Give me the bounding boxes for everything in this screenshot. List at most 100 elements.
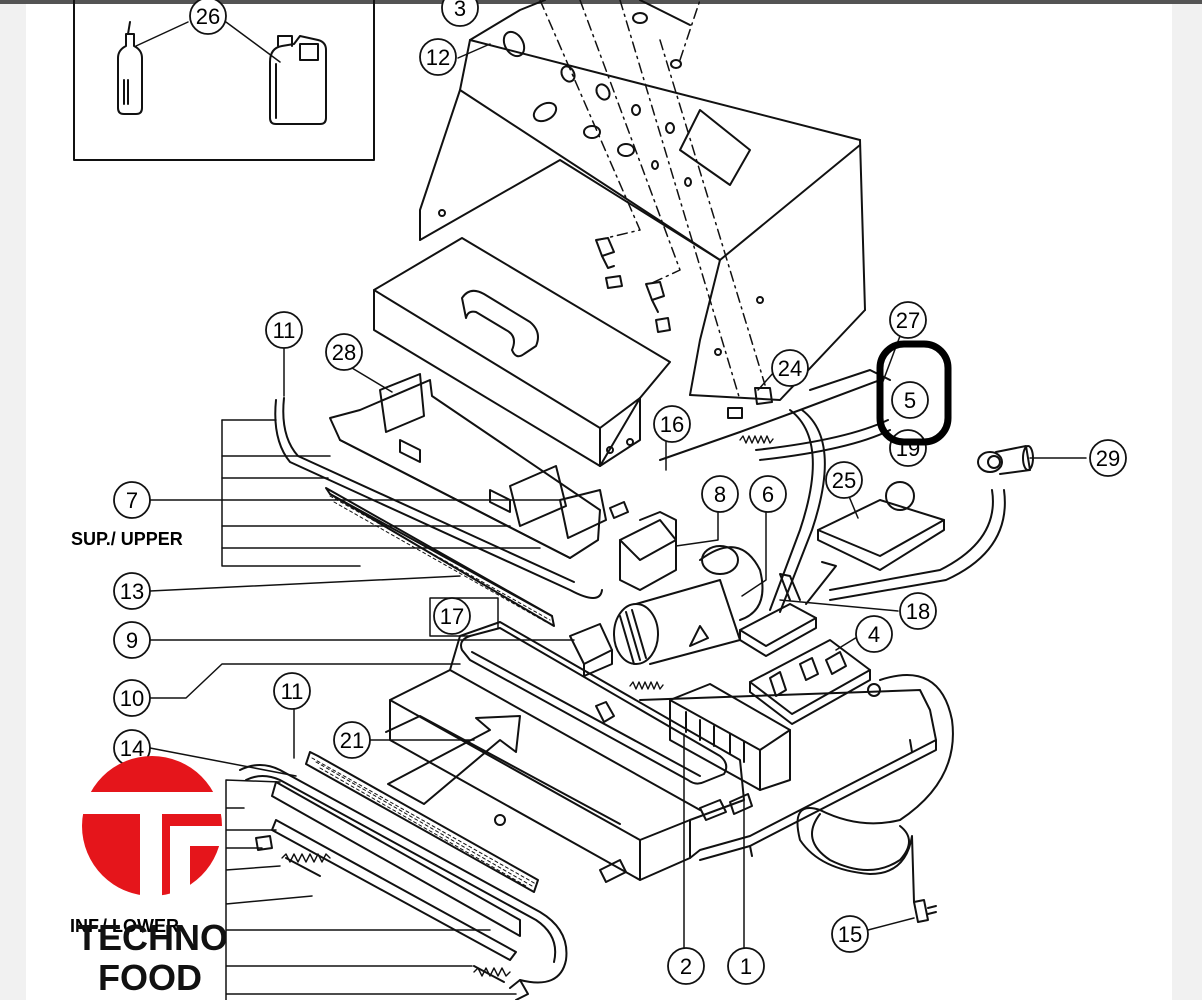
callout-circle xyxy=(701,475,739,513)
vacuum-pump-motor xyxy=(569,511,764,677)
callout-circle xyxy=(1089,439,1127,477)
callout-number: 3 xyxy=(454,0,466,21)
callout-circle xyxy=(667,947,705,985)
callout-27: 27 xyxy=(889,301,927,339)
lower-seal-bar xyxy=(239,751,568,1000)
callout-17: 17 xyxy=(433,597,471,635)
callout-2: 2 xyxy=(667,947,705,985)
callout-28: 28 xyxy=(325,333,363,371)
callout-number: 8 xyxy=(714,482,726,507)
callout-4: 4 xyxy=(855,615,893,653)
callout-circle xyxy=(855,615,893,653)
callout-circle xyxy=(265,311,303,349)
callout-3: 3 xyxy=(441,0,479,27)
accessories-inset xyxy=(73,0,375,161)
callout-number: 9 xyxy=(126,628,138,653)
callout-number: 21 xyxy=(340,728,364,753)
callout-number: 18 xyxy=(906,599,930,624)
springs xyxy=(281,435,774,977)
viewer-left-margin xyxy=(0,0,26,1000)
callout-circle xyxy=(891,381,929,419)
viewer-right-margin xyxy=(1172,0,1202,1000)
power-cable xyxy=(796,674,954,923)
callout-circle xyxy=(889,301,927,339)
callout-number: 1 xyxy=(740,954,752,979)
hood-cover xyxy=(419,0,866,401)
lower-section-label: INF./ LOWER xyxy=(70,916,179,936)
techno-food-logo: TECHNO FOOD xyxy=(76,756,228,998)
assembly-guide-lines xyxy=(539,0,766,401)
callout-15: 15 xyxy=(831,915,869,953)
callout-19: 19 xyxy=(889,429,927,467)
control-boards xyxy=(739,481,945,725)
logo-text-food: FOOD xyxy=(98,957,202,998)
callout-number: 5 xyxy=(904,388,916,413)
callout-number: 11 xyxy=(281,679,304,704)
callout-circle xyxy=(325,333,363,371)
lower-seal-mesh xyxy=(311,757,537,887)
callout-circle xyxy=(113,679,151,717)
leader-lines xyxy=(135,21,1087,1000)
callout-circle xyxy=(419,38,457,76)
callout-29: 29 xyxy=(1089,439,1127,477)
callout-circle xyxy=(825,461,863,499)
direction-arrows xyxy=(387,561,837,805)
callout-circle xyxy=(113,572,151,610)
upper-seal-mesh xyxy=(329,495,551,623)
callout-number: 2 xyxy=(680,954,692,979)
callout-24: 24 xyxy=(771,349,809,387)
callout-circle xyxy=(113,621,151,659)
callout-number: 13 xyxy=(120,579,144,604)
callout-number: 25 xyxy=(832,468,856,493)
callout-9: 9 xyxy=(113,621,151,659)
callout-number: 7 xyxy=(126,488,138,513)
callout-circle xyxy=(113,481,151,519)
callout-26: 26 xyxy=(189,0,227,35)
callout-circle xyxy=(771,349,809,387)
vacuum-chamber-base xyxy=(385,621,937,883)
callout-number: 29 xyxy=(1096,446,1120,471)
callout-25: 25 xyxy=(825,461,863,499)
logo-text-techno: TECHNO xyxy=(76,917,228,958)
callout-18: 18 xyxy=(899,592,937,630)
callout-number: 24 xyxy=(778,356,802,381)
callout-5: 5 xyxy=(891,381,929,419)
callout-number: 11 xyxy=(273,318,296,343)
highlight-annotation xyxy=(876,340,952,446)
callout-number: 12 xyxy=(426,45,450,70)
callout-circle xyxy=(333,721,371,759)
callout-circle xyxy=(433,597,471,635)
callout-6: 6 xyxy=(749,475,787,513)
callout-number: 28 xyxy=(332,340,356,365)
callout-number: 6 xyxy=(762,482,774,507)
callout-number: 4 xyxy=(868,622,880,647)
callout-number: 14 xyxy=(120,736,144,761)
callout-number: 15 xyxy=(838,922,862,947)
callout-1: 1 xyxy=(727,947,765,985)
callout-circle xyxy=(749,475,787,513)
callout-10: 10 xyxy=(113,679,151,717)
callout-12: 12 xyxy=(419,38,457,76)
callout-8: 8 xyxy=(701,475,739,513)
callout-circle xyxy=(441,0,479,27)
callout-number: 17 xyxy=(440,604,464,629)
valve-fittings xyxy=(595,237,773,419)
callout-number: 10 xyxy=(120,686,144,711)
callout-circle xyxy=(273,672,311,710)
upper-seal-bar xyxy=(274,373,629,627)
transformer xyxy=(669,683,791,791)
callout-circle xyxy=(727,947,765,985)
callout-11: 11 xyxy=(273,672,311,710)
callout-circle xyxy=(899,592,937,630)
callout-7: 7 xyxy=(113,481,151,519)
callout-13: 13 xyxy=(113,572,151,610)
viewer-top-edge xyxy=(0,0,1202,4)
callout-circle xyxy=(653,405,691,443)
callout-circle xyxy=(831,915,869,953)
lid xyxy=(373,237,671,467)
callout-number: 27 xyxy=(896,308,920,333)
callout-11: 11 xyxy=(265,311,303,349)
callout-circle xyxy=(189,0,227,35)
